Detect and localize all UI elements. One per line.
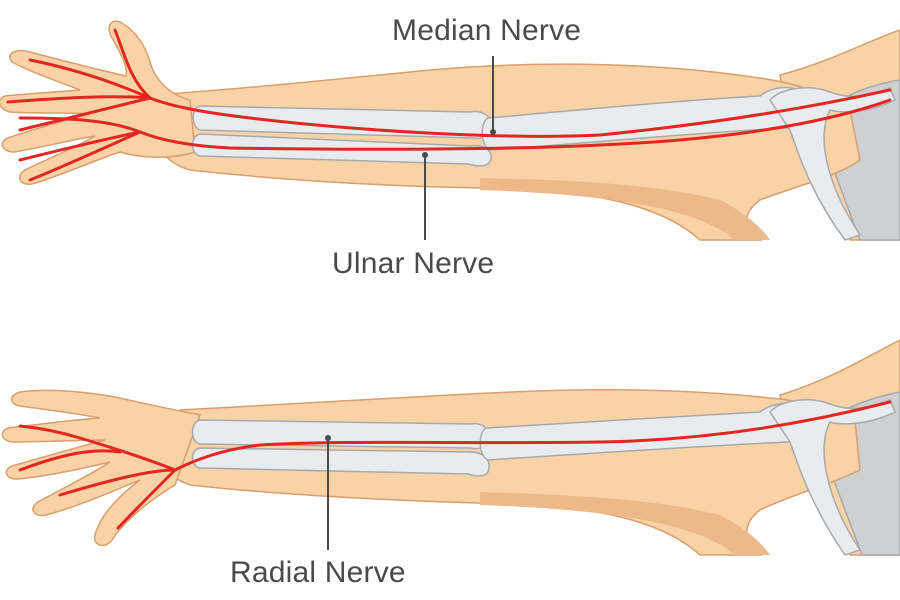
upper-arm-illustration (0, 20, 900, 241)
arm-shadow-top (480, 178, 770, 240)
radial-nerve-path (18, 400, 892, 530)
median-leader-dot (490, 129, 496, 135)
radial-nerve-label: Radial Nerve (230, 556, 406, 589)
lower-arm-illustration (1, 339, 900, 556)
ulnar-nerve-label: Ulnar Nerve (332, 247, 495, 280)
leader-lines (327, 56, 494, 550)
arm-shadow-bottom (480, 492, 770, 555)
median-nerve-label: Median Nerve (392, 14, 582, 47)
scapula-top (769, 87, 896, 241)
ulnar-nerve-path (18, 98, 892, 182)
ulnar-leader-dot (422, 152, 428, 158)
radial-leader-dot (325, 435, 331, 441)
leader-dots (325, 129, 496, 441)
hand-bottom (1, 389, 201, 547)
median-nerve-path (6, 28, 892, 138)
scapula-bottom (769, 399, 896, 556)
hand-top (0, 20, 196, 185)
